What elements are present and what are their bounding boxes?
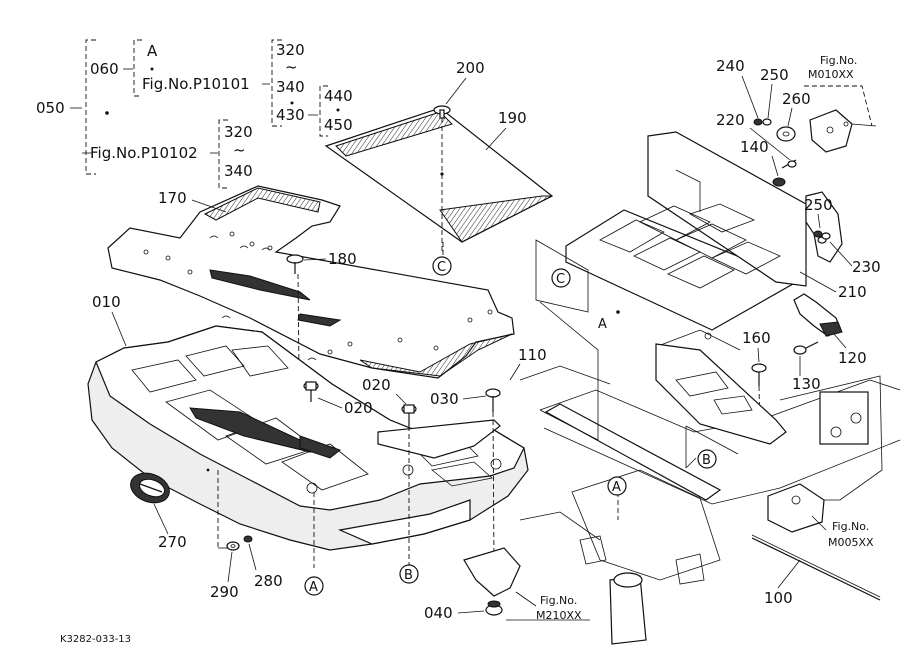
bolt-160 [751,363,767,433]
svg-text:Fig.No.: Fig.No. [540,594,577,607]
circled-markers: C C A B B A A [304,256,717,596]
svg-text:A: A [598,317,607,332]
part-label-340b[interactable]: 340 [224,162,253,180]
svg-text:C: C [556,272,565,287]
svg-text:Fig.No.: Fig.No. [820,54,857,67]
part-label-010[interactable]: 010 [92,293,121,311]
bolt-130 [793,341,819,355]
drawing-code: K3282-033-13 [60,634,131,645]
marker-a-right[interactable]: A [607,476,627,496]
svg-text:A: A [612,480,621,495]
washer-260 [776,126,796,142]
part-label-100[interactable]: 100 [764,589,793,607]
part-label-440[interactable]: 440 [324,87,353,105]
svg-text:M005XX: M005XX [828,536,874,549]
part-label-180[interactable]: 180 [328,250,357,268]
bolt-020-left [303,381,319,402]
part-label-190[interactable]: 190 [498,109,527,127]
fig-ref-m010[interactable]: Fig.No. M010XX [808,54,857,81]
part-label-030[interactable]: 030 [430,390,459,408]
part-label-430[interactable]: 430 [276,106,305,124]
part-label-270[interactable]: 270 [158,533,187,551]
part-label-230[interactable]: 230 [852,258,881,276]
bolt-220 [781,159,797,169]
part-label-060[interactable]: 060 [90,60,119,78]
svg-text:B: B [702,453,711,468]
nut-280 [243,535,253,543]
floor-mat-190 [324,105,554,252]
part-label-110[interactable]: 110 [518,346,547,364]
part-label-200[interactable]: 200 [456,59,485,77]
part-label-320b[interactable]: 320 [224,123,253,141]
part-label-450[interactable]: 450 [324,116,353,134]
svg-text:M210XX: M210XX [536,609,582,622]
washer-250-top [762,118,772,126]
step-body-010 [87,325,529,551]
svg-text:Fig.No.: Fig.No. [832,520,869,533]
fig-ref-p10102[interactable]: Fig.No.P10102 [90,144,198,162]
part-label-220[interactable]: 220 [716,111,745,129]
part-label-340[interactable]: 340 [276,78,305,96]
part-label-320[interactable]: 320 [276,41,305,59]
fig-m010-sketch [804,85,877,153]
fig-ref-m005[interactable]: Fig.No. M005XX [811,515,874,549]
part-label-250b[interactable]: 250 [804,196,833,214]
bolt-020-right [401,404,417,566]
part-label-120[interactable]: 120 [838,349,867,367]
range-tilde: ~ [285,58,298,76]
fig-ref-m210[interactable]: Fig.No. M210XX [506,591,590,622]
part-label-020a[interactable]: 020 [344,399,373,417]
cushion-270 [130,472,170,504]
svg-text:A: A [309,580,318,595]
fig-ref-p10101[interactable]: Fig.No.P10101 [142,75,250,93]
bolt-140 [772,177,786,187]
marker-guides [313,239,739,568]
bolt-030 [485,388,501,561]
part-label-280[interactable]: 280 [254,572,283,590]
part-label-130[interactable]: 130 [792,375,821,393]
marker-b-bottom[interactable]: B [399,564,419,584]
part-label-050[interactable]: 050 [36,99,65,117]
part-label-160[interactable]: 160 [742,329,771,347]
callout-labels: 200 190 170 180 010 020 020 030 110 160 … [92,57,881,622]
range-tilde-b: ~ [233,141,246,159]
chassis-frame [463,329,901,645]
part-label-170[interactable]: 170 [158,189,187,207]
washer-250-side [813,230,831,240]
marker-a-bottom[interactable]: A [304,576,324,596]
marker-c-frame[interactable]: C [551,268,571,288]
svg-text:M010XX: M010XX [808,68,854,81]
svg-text:B: B [404,568,413,583]
part-label-210[interactable]: 210 [838,283,867,301]
part-label-240[interactable]: 240 [716,57,745,75]
seat-frame [565,131,843,340]
part-label-040[interactable]: 040 [424,604,453,622]
marker-c-mat[interactable]: C [432,256,452,276]
part-label-140[interactable]: 140 [740,138,769,156]
marker-b-right[interactable]: B [697,449,717,469]
svg-text:C: C [437,260,446,275]
part-label-290[interactable]: 290 [210,583,239,601]
parts-tree: 050 060 A Fig.No.P10101 320 ~ 340 430 44… [36,39,353,189]
marker-a-center[interactable]: A [598,317,607,332]
part-label-250a[interactable]: 250 [760,66,789,84]
washer-290 [226,541,240,551]
part-label-260[interactable]: 260 [782,90,811,108]
nut-240 [753,118,763,126]
part-label-020b[interactable]: 020 [362,376,391,394]
marker-a-tree: A [147,42,158,60]
